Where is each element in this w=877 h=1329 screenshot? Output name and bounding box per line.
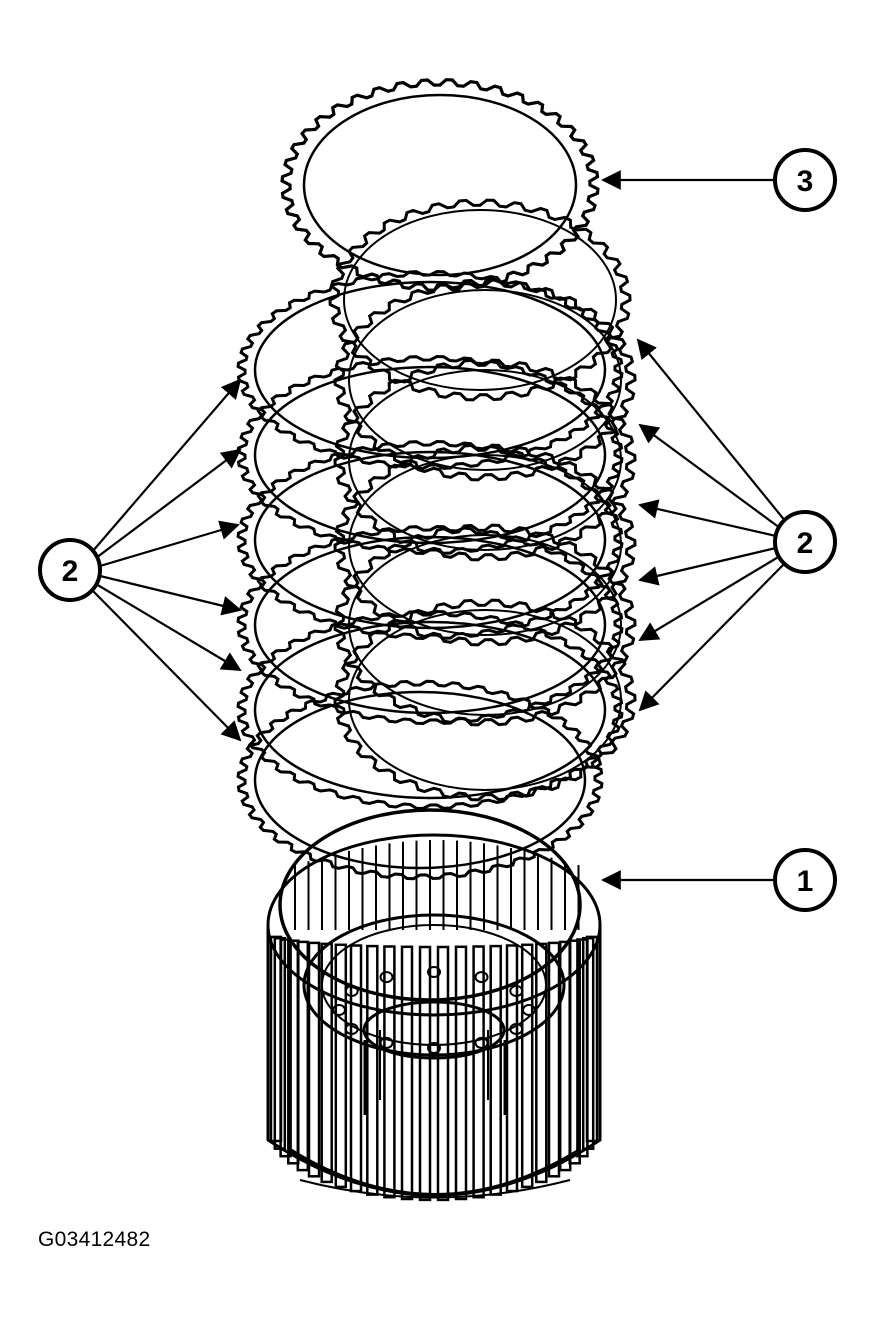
steel-plate [236,354,624,556]
drum-spline-slot [366,944,379,1196]
drum-splines [269,935,599,1202]
hub-hole [427,966,441,978]
hub-hole [474,971,489,984]
steel-plate [236,609,624,811]
leader-2-right-d [638,546,777,586]
steel-plate [236,439,624,641]
figure-code: G03412482 [38,1228,151,1251]
drum-spline-slot [472,945,485,1199]
callout-3: 3 [773,148,837,212]
hub-hole [509,985,524,997]
callout-2-right: 2 [773,510,837,574]
hub-hole [522,1004,536,1016]
drum-spline-slot [279,938,292,1158]
drum-spline-slot [505,944,519,1193]
steel-plate [236,269,624,471]
callout-3-label: 3 [797,165,814,198]
leader-2-right-b [638,423,781,529]
leader-2-left-a [91,378,242,553]
clutch-plates [236,78,637,1002]
hub-hole [379,971,394,984]
callout-1: 1 [773,848,837,912]
leader-2-right-f [638,561,787,712]
hub-hole [427,1042,441,1054]
steel-plate-inner-edge [253,450,607,630]
leader-arrows [91,170,787,890]
leader-2-right-e [638,555,781,642]
clutch-drum [266,833,602,1202]
drum-spline-slot [547,941,561,1178]
drum-spline-slot [334,943,348,1189]
leader-2-left-c [99,520,240,568]
callout-2-left: 2 [38,538,102,602]
drum-spline-slot [436,945,450,1202]
hub-hole [332,1004,346,1016]
pressure-plate-inner-edge [302,93,578,277]
friction-plate-inner-edge [348,289,622,471]
drum-spline-slot [568,939,581,1165]
callout-1-label: 1 [797,865,814,898]
steel-plate-inner-edge [253,690,587,870]
drum-spline-slot [520,943,534,1189]
hub-hole [509,1023,524,1035]
steel-plate [236,524,624,726]
drum-spline-slot [454,945,468,1201]
drum-spline-slot [307,941,321,1178]
drum-spline-slot [383,945,396,1199]
hub-hole [474,1036,489,1049]
callout-2-right-label: 2 [797,527,814,560]
drum-spline-slot [418,945,432,1202]
leader-2-left-d [99,574,242,616]
drum-spline-slot [349,944,363,1193]
callout-2-left-label: 2 [62,555,79,588]
hub-hole [379,1036,394,1049]
leader-2-right-c [638,499,777,538]
steel-plate [236,679,604,881]
steel-plate-inner-edge [253,280,607,460]
hub-hole [344,1023,359,1035]
steel-plate-inner-edge [253,620,607,800]
drum-top-teeth [294,840,580,930]
snap-ring [278,808,582,1002]
drum-spline-slot [489,944,502,1196]
leader-2-left-f [91,589,242,742]
leader-2-left-e [95,583,242,672]
steel-plate-inner-edge [253,535,607,715]
pressure-plate [280,78,600,292]
drum-spline-slot [400,945,414,1201]
leader-2-left-b [95,448,242,559]
friction-plate [328,198,632,402]
leader-2-right-a [636,338,787,523]
hub-holes [332,966,536,1054]
callouts: 3 1 2 2 [38,148,837,912]
friction-plate-inner-edge [343,209,617,391]
drum-spline-slot [585,935,599,1143]
friction-plate [333,443,637,647]
steel-plate-inner-edge [253,365,607,545]
